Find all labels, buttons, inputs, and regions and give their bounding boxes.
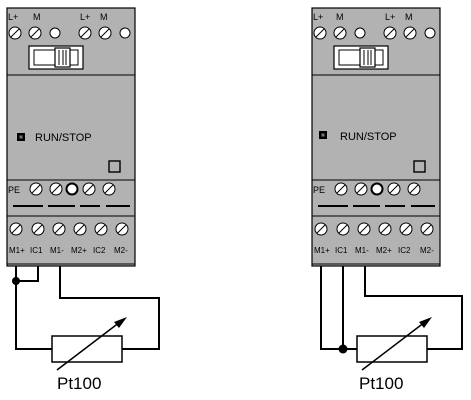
sensor-label: Pt100: [359, 374, 403, 393]
bottom-terminal-screw: [94, 222, 108, 236]
top-terminal-screw: [8, 26, 22, 40]
pe-label: PE: [8, 185, 20, 195]
pe-label: PE: [313, 185, 325, 195]
pe-terminal-ring: [370, 182, 384, 196]
run-stop-label: RUN/STOP: [35, 132, 92, 144]
bottom-terminal-label: IC2: [398, 246, 411, 255]
top-terminal-label: L+: [385, 12, 395, 22]
top-terminal-label: M: [405, 12, 413, 22]
top-terminal-open: [49, 27, 61, 39]
top-terminal-label: M: [33, 12, 41, 22]
bottom-terminal-label: IC2: [93, 246, 106, 255]
bottom-terminal-label: M2+: [71, 246, 87, 255]
bottom-terminal-label: IC1: [30, 246, 43, 255]
bottom-terminal-screw: [73, 222, 87, 236]
bottom-terminal-screw: [9, 222, 23, 236]
bottom-terminal-label: M2+: [376, 246, 392, 255]
top-terminal-screw: [403, 26, 417, 40]
status-box: [413, 160, 426, 173]
bottom-terminal-label: IC1: [335, 246, 348, 255]
module-right: L+ M L+ M RUN/STOP PE: [311, 7, 463, 393]
bottom-terminal-screw: [399, 222, 413, 236]
bottom-terminal-screw: [336, 222, 350, 236]
pt100-resistor: [51, 317, 127, 371]
top-terminal-open: [354, 27, 366, 39]
module-left: L+ M L+ M RUN/STOP PE: [6, 7, 160, 393]
top-terminal-label: L+: [313, 12, 323, 22]
top-terminal-open: [119, 27, 131, 39]
pt100-resistor: [356, 317, 432, 371]
bottom-terminal-label: M1+: [9, 246, 25, 255]
bottom-terminal-screw: [378, 222, 392, 236]
top-terminal-screw: [383, 26, 397, 40]
pe-terminal-screw: [49, 182, 63, 196]
sensor-wiring: [15, 266, 160, 350]
top-terminal-label: M: [336, 12, 344, 22]
junction-dot: [338, 344, 348, 354]
junction-dot: [12, 277, 20, 285]
display-window: [333, 45, 389, 70]
top-terminal-screw: [78, 26, 92, 40]
bottom-terminal-screw: [31, 222, 45, 236]
pe-terminal-screw: [102, 182, 116, 196]
top-terminal-screw: [98, 26, 112, 40]
pe-terminal-screw: [29, 182, 43, 196]
pe-terminal-screw: [82, 182, 96, 196]
top-terminal-screw: [333, 26, 347, 40]
top-terminal-screw: [28, 26, 42, 40]
bottom-terminal-screw: [357, 222, 371, 236]
pe-terminal-ring: [65, 182, 79, 196]
sensor-label: Pt100: [57, 374, 101, 393]
bottom-terminal-screw: [420, 222, 434, 236]
top-terminal-label: L+: [8, 12, 18, 22]
bottom-terminal-label: M1-: [355, 246, 369, 255]
run-stop-label: RUN/STOP: [340, 131, 397, 143]
bottom-terminal-label: M2-: [420, 246, 434, 255]
bottom-terminal-label: M1+: [314, 246, 330, 255]
bottom-terminal-label: M2-: [114, 246, 128, 255]
bottom-terminal-screw: [115, 222, 129, 236]
bottom-terminal-screw: [52, 222, 66, 236]
pe-terminal-screw: [354, 182, 368, 196]
pe-terminal-screw: [334, 182, 348, 196]
bottom-terminal-screw: [314, 222, 328, 236]
top-terminal-screw: [313, 26, 327, 40]
pe-terminal-screw: [407, 182, 421, 196]
top-terminal-label: M: [100, 12, 108, 22]
status-box: [108, 160, 121, 173]
top-terminal-label: L+: [80, 12, 90, 22]
pe-terminal-screw: [387, 182, 401, 196]
top-terminal-open: [424, 27, 436, 39]
display-window: [28, 45, 84, 70]
bottom-terminal-label: M1-: [50, 246, 64, 255]
